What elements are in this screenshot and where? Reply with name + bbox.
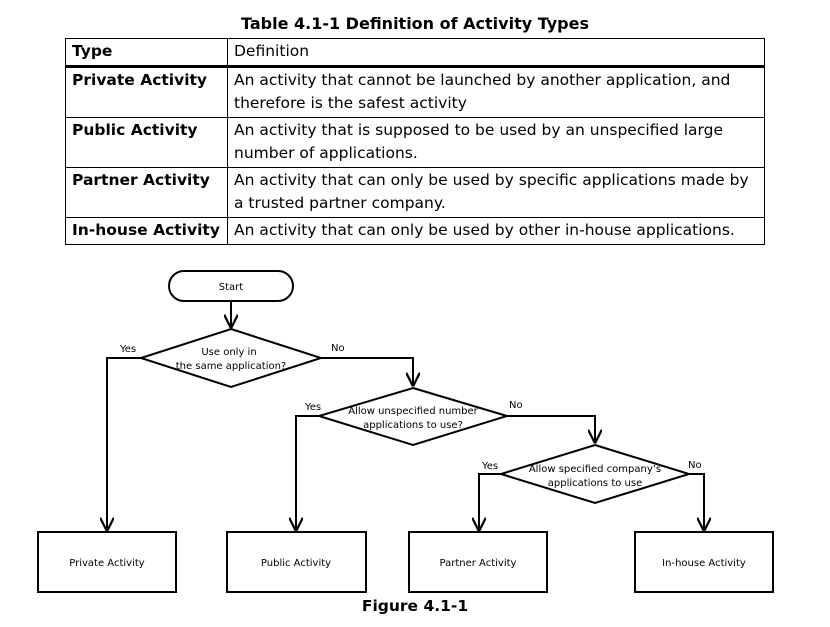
figure-caption: Figure 4.1-1 [361,597,469,615]
row-definition: An activity that is supposed to be used … [227,117,765,168]
table-row: In-house Activity An activity that can o… [65,217,765,245]
row-type: Partner Activity [65,167,228,218]
decision-same-application [137,327,325,389]
connector [689,473,704,530]
activity-types-table: Type Definition Private Activity An acti… [65,38,765,245]
decision2-no-label: No [509,400,523,411]
decision1-yes-label: Yes [119,344,136,355]
table-row: Private Activity An activity that cannot… [65,65,765,118]
table-row: Public Activity An activity that is supp… [65,117,765,168]
decision2-line2: applications to use? [363,420,463,431]
decision1-line2: the same application? [176,361,286,372]
header-type: Type [65,38,228,68]
decision2-yes-label: Yes [304,402,321,413]
outcome-inhouse-activity [634,531,774,593]
row-type: Private Activity [65,65,228,118]
row-definition: An activity that can only be used by oth… [227,217,765,245]
decision-specified-company [497,443,693,505]
header-definition: Definition [227,38,765,68]
decision1-line1: Use only in [201,347,256,358]
table-row: Partner Activity An activity that can on… [65,167,765,218]
outcome-inhouse-label: In-house Activity [662,558,746,569]
outcome-private-activity [37,531,177,593]
outcome-partner-label: Partner Activity [440,558,517,569]
connector [507,415,595,442]
outcome-public-label: Public Activity [261,558,331,569]
row-definition: An activity that cannot be launched by a… [227,65,765,118]
connector [107,357,141,530]
decision1-no-label: No [331,343,345,354]
connector [296,415,319,530]
table-header-row: Type Definition [65,38,765,68]
decision3-yes-label: Yes [481,461,498,472]
decision-unspecified-applications [315,386,511,447]
row-type: In-house Activity [65,217,228,245]
row-definition: An activity that can only be used by spe… [227,167,765,218]
decision3-no-label: No [688,460,702,471]
outcome-partner-activity [408,531,548,593]
connector [479,473,501,530]
decision3-line2: applications to use [548,478,642,489]
decision3-line1: Allow specified company’s [529,464,661,475]
row-type: Public Activity [65,117,228,168]
start-label: Start [219,282,244,293]
outcome-private-label: Private Activity [69,558,145,569]
outcome-public-activity [226,531,367,593]
connector [321,357,413,385]
decision2-line1: Allow unspecified number [348,406,478,417]
table-title: Table 4.1-1 Definition of Activity Types [240,14,589,33]
